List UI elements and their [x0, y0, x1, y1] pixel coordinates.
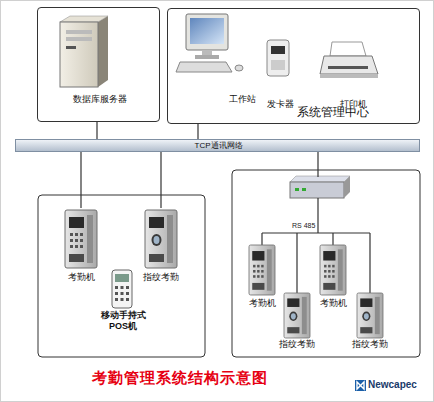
- server-icon: [60, 16, 108, 87]
- server-group-box: 数据库服务器: [37, 7, 160, 122]
- computer-icon: [176, 14, 243, 72]
- fingerprint-terminal: 指纹考勤: [352, 291, 388, 353]
- node-label: 数据库服务器: [56, 94, 143, 105]
- rs485-wiring: [262, 152, 370, 293]
- fingerprint-terminal-icon: [145, 210, 177, 268]
- node-label: 考勤机: [58, 272, 104, 283]
- printer-icon: [320, 42, 378, 78]
- management-center-box: 系统管理中心工作站发卡器打印机: [167, 8, 420, 124]
- node-label: 考勤机: [313, 298, 353, 308]
- handheld-pos-icon: [112, 270, 132, 308]
- network-connector: [80, 152, 81, 208]
- node-label: 考勤机: [242, 298, 282, 308]
- attendance-terminal: 考勤机: [58, 208, 104, 284]
- attendance-terminal-icon: [249, 245, 275, 295]
- diagram-title: 考勤管理系统结构示意图: [50, 369, 310, 387]
- printer-device: 打印机: [318, 39, 383, 114]
- logo-mark: [355, 380, 366, 391]
- node-label: 移动手持式 POS机: [99, 310, 147, 332]
- node-label: 指纹考勤: [348, 339, 392, 349]
- fingerprint-terminal: 指纹考勤: [138, 208, 184, 284]
- attendance-terminal-icon: [65, 210, 97, 268]
- bus-name: RS 485: [292, 222, 342, 230]
- group-box: [232, 170, 420, 357]
- rs485-converter-icon: [290, 176, 350, 198]
- attendance-terminal-icon: [320, 245, 346, 295]
- group-box: [38, 195, 205, 357]
- node-label: TCP通讯网络: [16, 141, 421, 151]
- logo-text: Newcapec: [368, 379, 428, 391]
- network-connector: [197, 124, 198, 139]
- workstation-device: 工作站: [182, 14, 272, 109]
- node-label: 打印机: [333, 99, 373, 110]
- fingerprint-terminal-icon: [284, 293, 310, 338]
- card-issuer-device: 发卡器: [264, 39, 296, 114]
- handheld-pos-terminal: 移动手持式 POS机: [97, 268, 147, 340]
- network-connector: [160, 152, 161, 208]
- fingerprint-terminal: 指纹考勤: [279, 291, 315, 353]
- attendance-terminal: 考勤机: [244, 243, 280, 313]
- node-label: 发卡器: [260, 99, 300, 110]
- fingerprint-terminal-icon: [357, 293, 383, 338]
- network-band: TCP通讯网络: [15, 139, 420, 152]
- node-label: 工作站: [220, 94, 264, 105]
- attendance-terminal: 考勤机: [315, 243, 351, 313]
- node-label: 指纹考勤: [138, 272, 184, 283]
- node-label: 指纹考勤: [275, 339, 319, 349]
- card-issuer-icon: [267, 40, 289, 76]
- network-connector: [96, 122, 97, 139]
